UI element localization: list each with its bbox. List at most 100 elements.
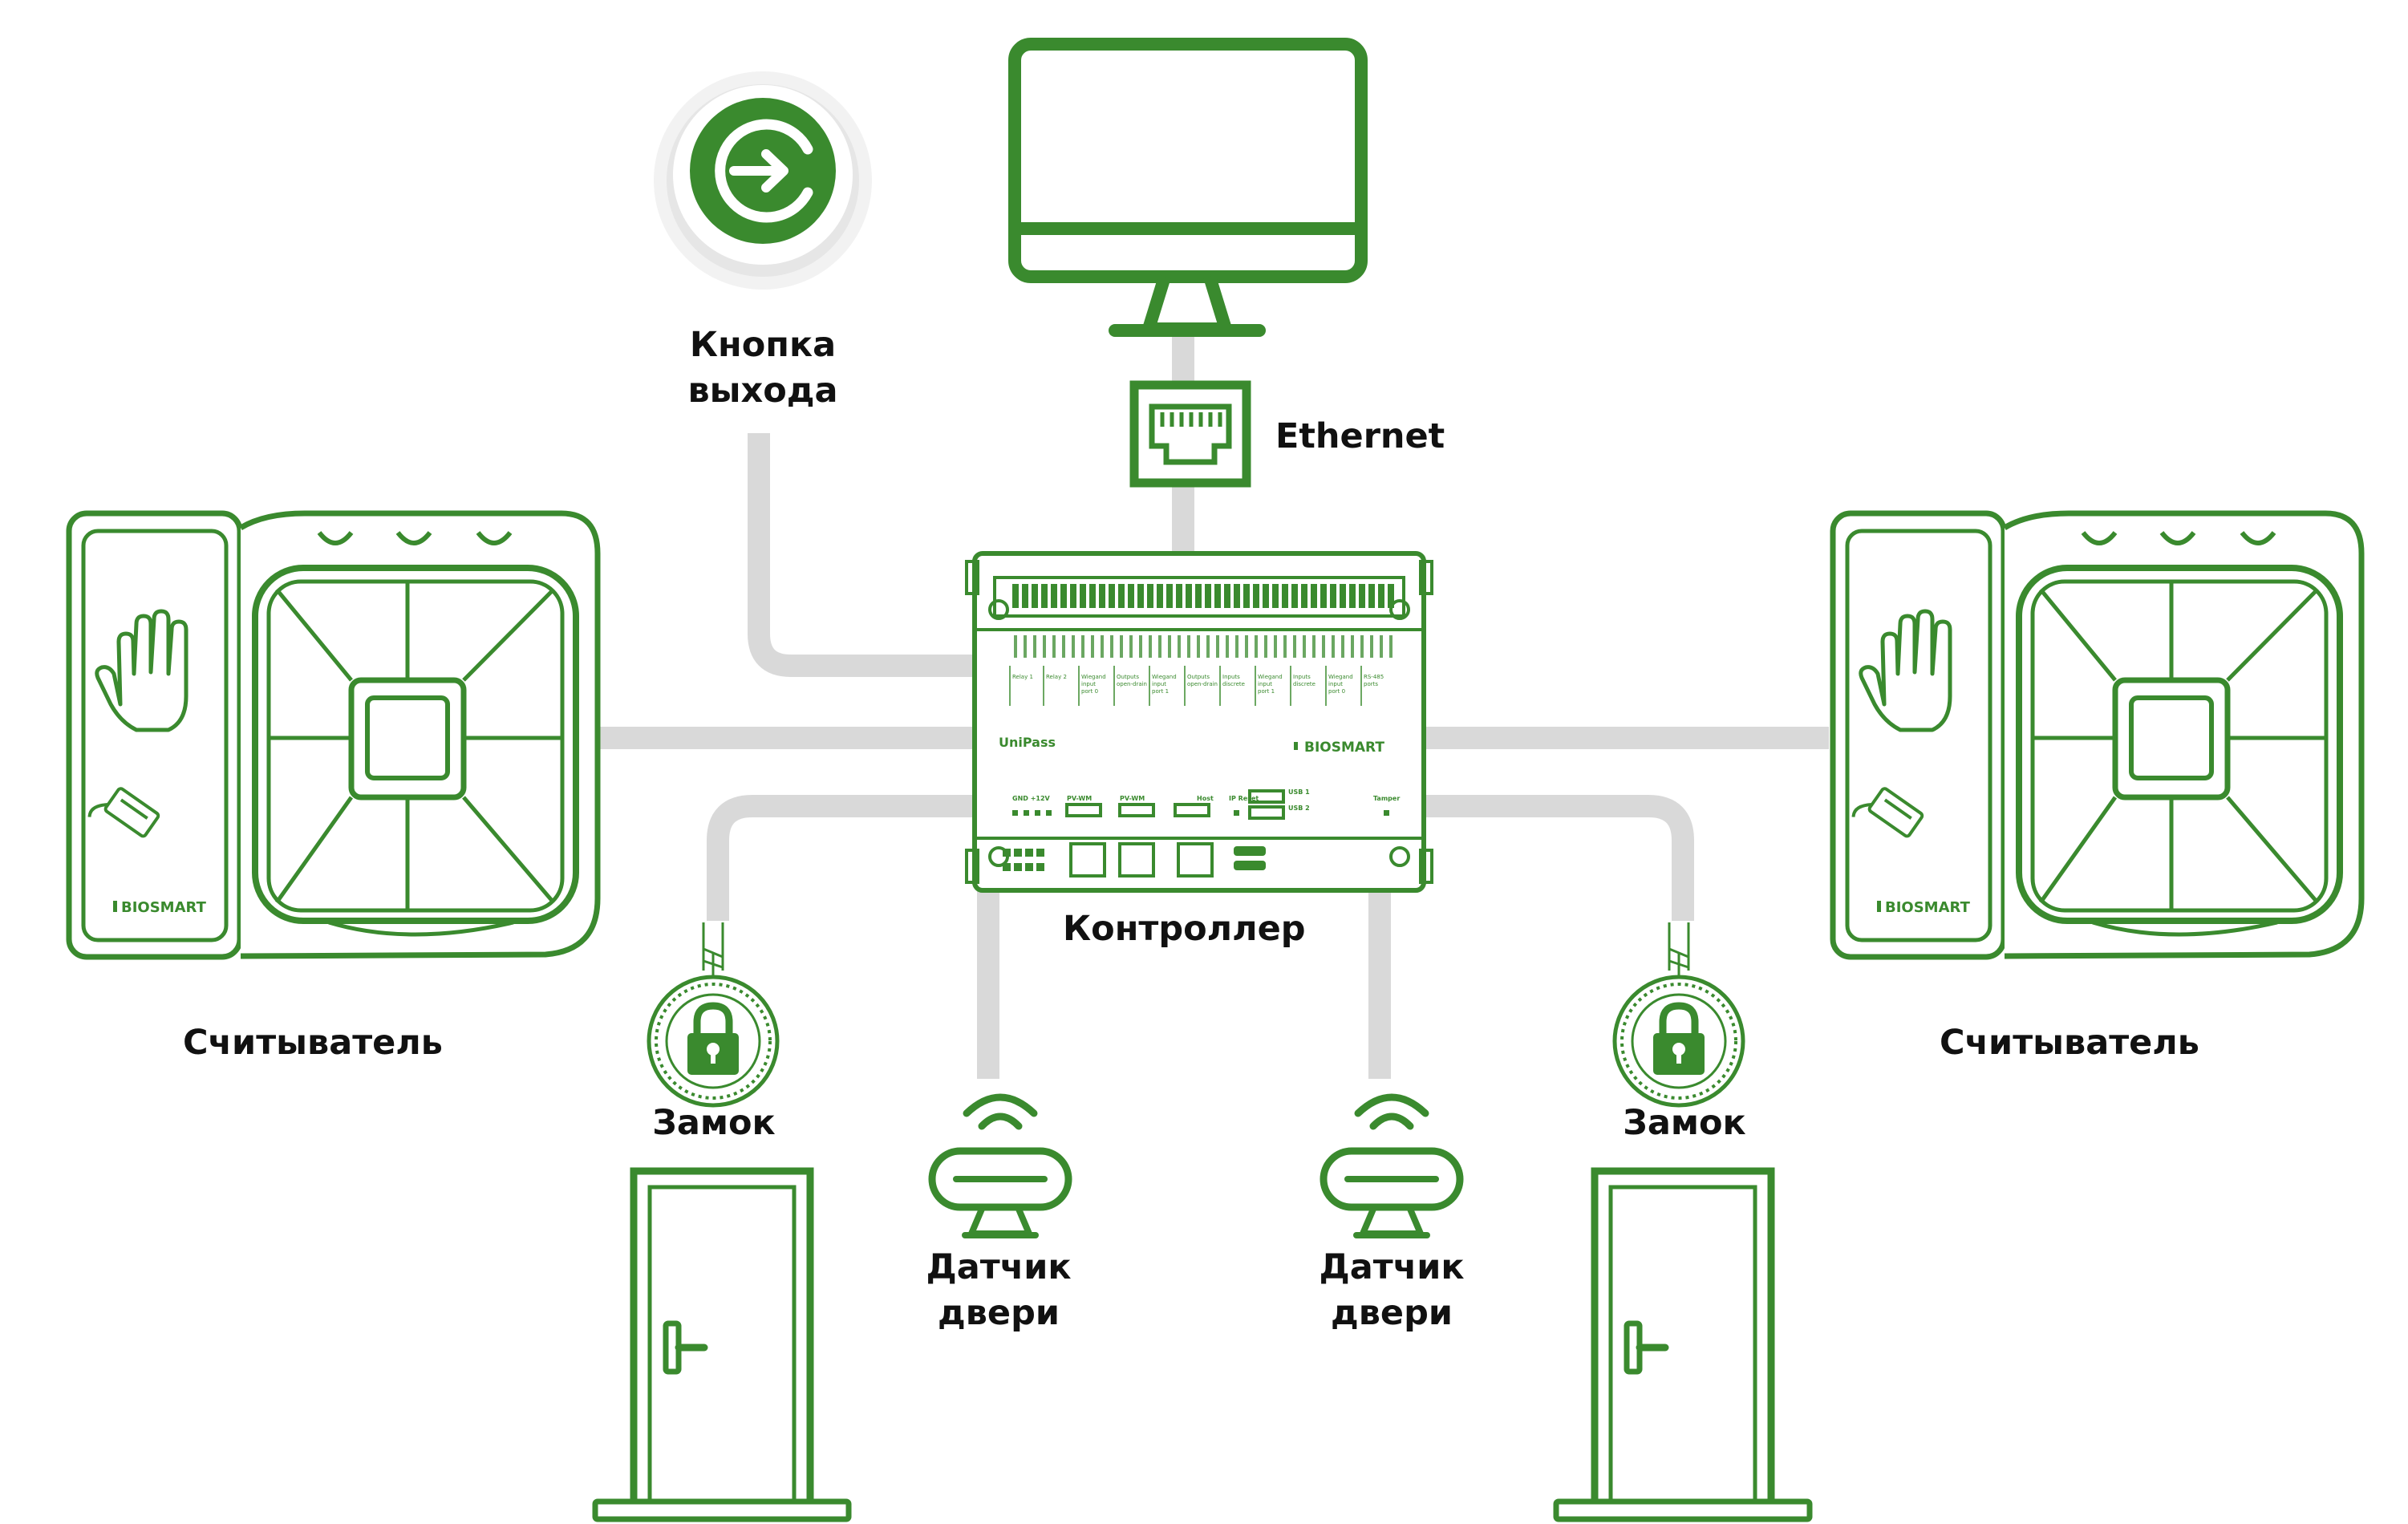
terminal-marking [1072,635,1075,658]
terminal-pin [1205,584,1211,608]
terminal-pin [1041,584,1048,608]
exit-button-label: Кнопка выхода [679,322,847,414]
terminal-marking [1033,635,1036,658]
terminal-marking [1283,635,1287,658]
terminal-pin [1118,584,1125,608]
port-label: Tamper [1373,795,1400,802]
door-icon [592,1167,852,1522]
terminal-pin [1080,584,1086,608]
terminal-pin [1340,584,1346,608]
terminal-marking [1052,635,1056,658]
terminal-label: Relay 2 [1046,674,1067,680]
terminal-marking [1158,635,1161,658]
sensor-left-label: Датчик двери [898,1245,1099,1336]
terminal-pin [1253,584,1259,608]
terminal-label: Relay 1 [1012,674,1033,680]
terminal-marking [1091,635,1094,658]
port-label: USB 1 [1288,788,1310,796]
sensor-right-label: Датчик двери [1291,1245,1492,1336]
exit-button-label-line2: выхода [687,371,838,411]
exit-button-icon [654,71,872,290]
terminal-block [1012,584,1394,658]
terminal-marking [1332,635,1335,658]
controller-brand-logo: BIOSMART [1304,740,1384,756]
terminal-marking [1255,635,1258,658]
terminal-marking [1120,635,1123,658]
terminal-pin [1137,584,1144,608]
terminal-marking [1178,635,1181,658]
sensor-right-label-line1: Датчик [1319,1247,1465,1287]
terminal-pin [1128,584,1134,608]
reader-brand-logo: BIOSMART [121,899,207,916]
port-label: PV-WM [1067,795,1092,802]
sensor-right-label-line2: двери [1330,1293,1453,1333]
terminal-marking [1081,635,1084,658]
terminal-marking [1312,635,1315,658]
terminal-pin [1263,584,1269,608]
terminal-pin [1368,584,1375,608]
terminal-pin [1224,584,1230,608]
reader-right-label: Считыватель [1939,1023,2199,1063]
terminal-marking [1322,635,1325,658]
terminal-marking [1101,635,1104,658]
terminal-pin [1320,584,1327,608]
controller-label: Контроллер [1063,909,1306,949]
sensor-left-label-line2: двери [937,1293,1060,1333]
terminal-marking [1110,635,1113,658]
terminal-marking [1274,635,1277,658]
terminal-pin [1147,584,1153,608]
terminal-marking [1197,635,1200,658]
terminal-pin [1272,584,1279,608]
terminal-pin [1359,584,1365,608]
terminal-marking [1235,635,1238,658]
terminal-pin [1012,584,1019,608]
port-label: IP Reset [1229,795,1259,802]
terminal-marking [1380,635,1383,658]
terminal-marking [1341,635,1344,658]
terminal-marking [1024,635,1027,658]
terminal-pin [1291,584,1298,608]
monitor-icon [1008,38,1368,337]
controller-product-name: UniPass [999,735,1056,750]
biometric-reader-left: BIOSMART [66,510,601,960]
terminal-pin [1282,584,1288,608]
port-label: PV-WM [1120,795,1145,802]
terminal-marking [1264,635,1267,658]
terminal-marking [1014,635,1017,658]
lock-right-label: Замок [1623,1103,1746,1143]
lock-icon [647,922,780,1108]
terminal-marking [1245,635,1248,658]
terminal-marking [1351,635,1354,658]
terminal-pin [1176,584,1182,608]
terminal-pin [1166,584,1173,608]
terminal-pin [1214,584,1221,608]
terminal-pin [1388,584,1394,608]
terminal-pin [1157,584,1163,608]
terminal-pin [1234,584,1240,608]
exit-button-label-line1: Кнопка [689,325,837,365]
card-icon [87,787,160,838]
terminal-pin [1186,584,1192,608]
terminal-pin [1378,584,1384,608]
terminal-marking [1360,635,1364,658]
lock-left-label: Замок [652,1103,776,1143]
terminal-marking [1216,635,1219,658]
terminal-marking [1149,635,1152,658]
terminal-marking [1043,635,1046,658]
terminal-pin [1099,584,1105,608]
port-label: GND +12V [1012,795,1051,802]
terminal-marking [1168,635,1171,658]
terminal-pin [1349,584,1356,608]
hand-icon [95,609,189,732]
